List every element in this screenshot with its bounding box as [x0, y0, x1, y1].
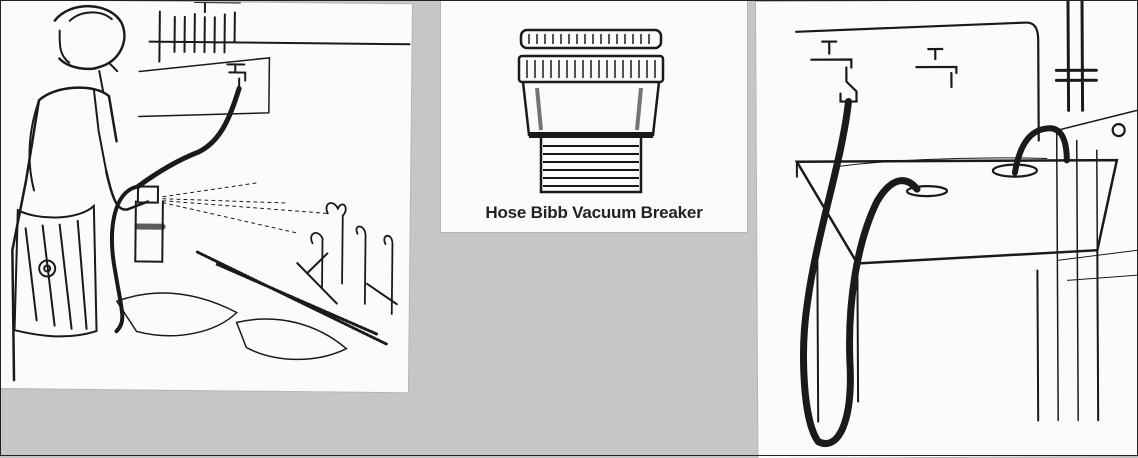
vacuum-breaker-caption: Hose Bibb Vacuum Breaker: [441, 203, 747, 223]
garden-illustration-panel: [0, 0, 412, 392]
vacuum-breaker-icon: [441, 0, 747, 232]
utility-sink-panel: [756, 0, 1138, 458]
garden-hose-sprayer-icon: [0, 0, 412, 392]
utility-sink-hose-icon: [756, 0, 1138, 458]
vacuum-breaker-panel: Hose Bibb Vacuum Breaker: [441, 0, 747, 232]
